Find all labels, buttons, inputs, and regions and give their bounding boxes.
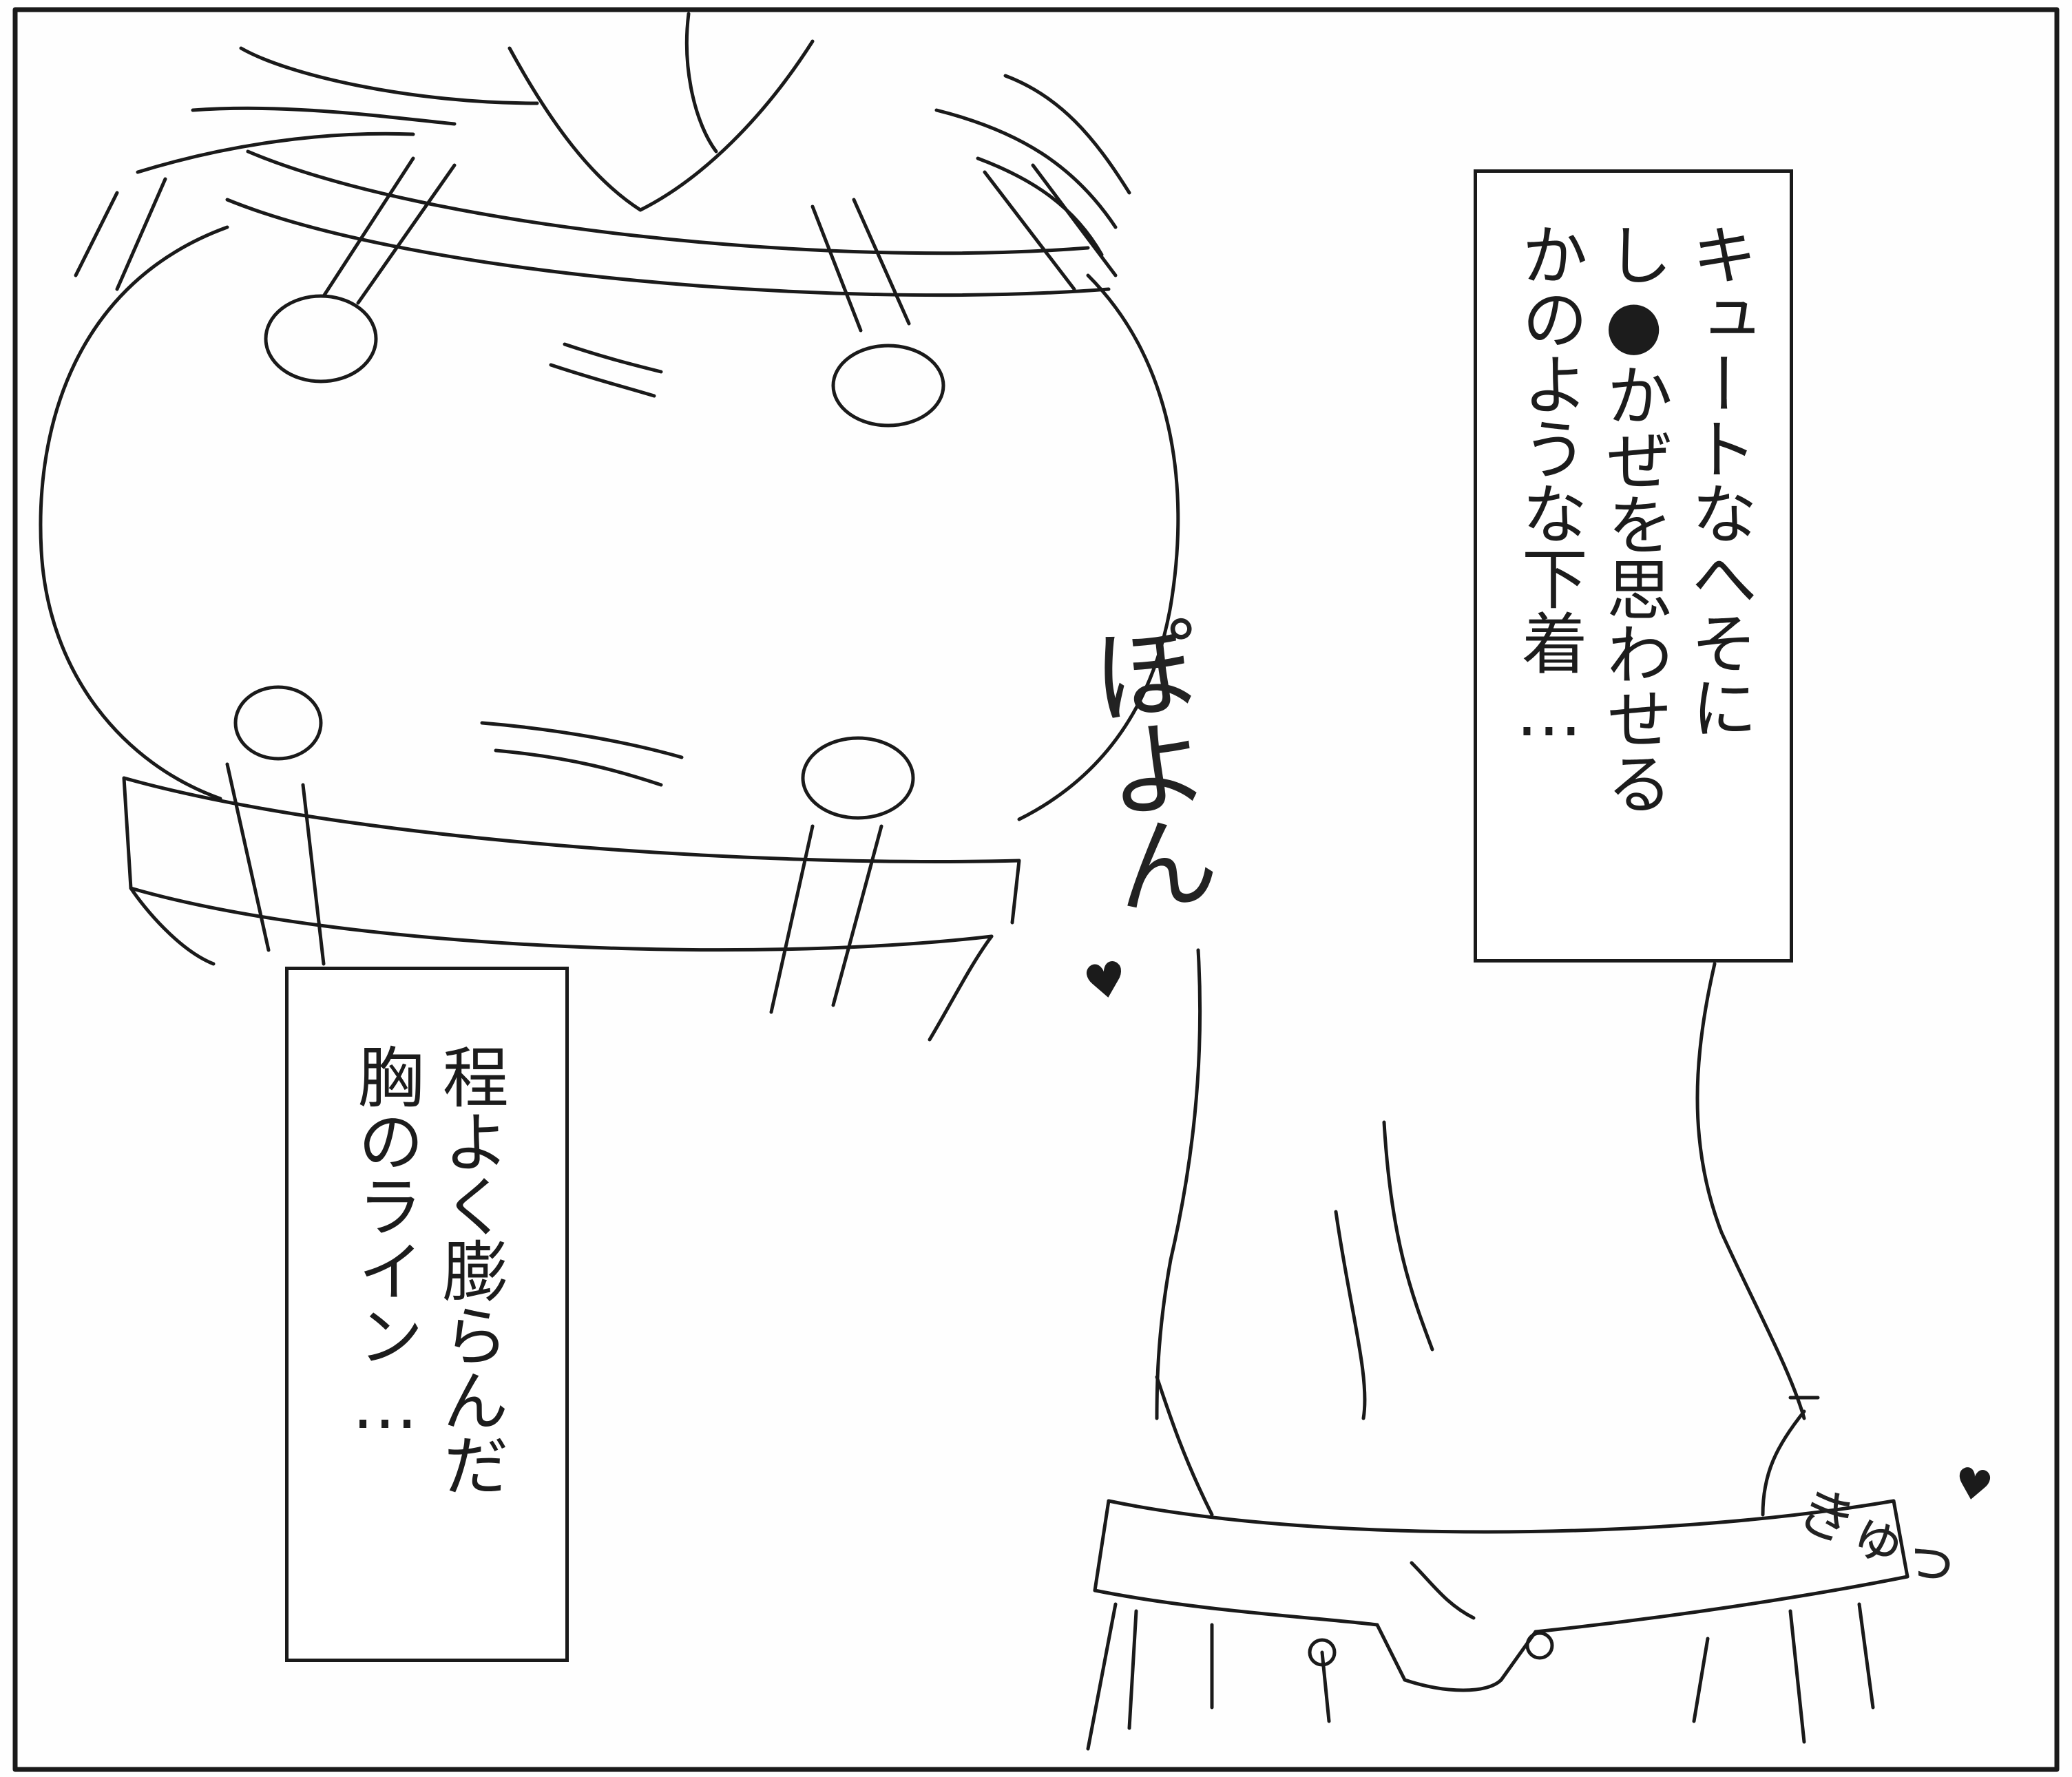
arm-left	[129, 886, 994, 1042]
heart-icon: ♥	[1079, 949, 1132, 1013]
caption-right-line-2: し●かぜを思わせる	[1595, 221, 1673, 814]
waistband-button-left	[1308, 1638, 1337, 1667]
waistband-sides	[1093, 1499, 1909, 1592]
lower-trunks	[1086, 1602, 1875, 1751]
ring-upper-left	[264, 294, 378, 383]
strap-bottom-right	[769, 824, 883, 1014]
caption-right-line-3: かのような下着…	[1510, 221, 1588, 750]
heart-icon-small: ♥	[1950, 1456, 1997, 1513]
collar-band-bottom	[122, 776, 1021, 952]
hair-strands	[136, 46, 1131, 257]
strap-bottom-left	[225, 762, 326, 966]
ring-upper-right	[831, 344, 945, 428]
torso-right-edge	[1695, 962, 1806, 1420]
strap-far-left	[74, 177, 167, 291]
torso-center-line	[1334, 1120, 1434, 1420]
strap-top-left	[322, 156, 457, 305]
hip-string-right	[1761, 1396, 1820, 1517]
caption-box-right: キュートなへそに し●かぜを思わせる かのような下着…	[1474, 169, 1793, 963]
caption-box-left: 程よく膨らんだ 胸のライン…	[285, 967, 569, 1662]
panel-border	[12, 7, 2060, 1772]
wrinkle-2	[480, 721, 684, 787]
caption-right-line-1: キュートなへそに	[1679, 221, 1757, 739]
chest-garment-outline	[39, 225, 1180, 821]
strap-far-right	[983, 163, 1118, 291]
caption-left-line-1: 程よく膨らんだ	[431, 1043, 509, 1496]
hip-string-left	[1155, 1375, 1214, 1517]
ring-lower-right	[801, 736, 915, 820]
torso-left-edge	[1155, 948, 1202, 1420]
waistband-top	[1107, 1499, 1896, 1534]
neckline	[507, 12, 815, 212]
strap-top-right	[810, 198, 911, 333]
waistband-button-right	[1525, 1631, 1554, 1660]
caption-left-line-2: 胸のライン…	[346, 1043, 423, 1442]
waistband-gap	[1375, 1561, 1538, 1682]
wrinkle-1	[549, 342, 663, 398]
collar-band-top	[225, 149, 1111, 297]
sound-effect-poyon: ぽよん	[1071, 614, 1222, 914]
ring-lower-left	[233, 685, 323, 761]
waistband-bottom	[1093, 1575, 1909, 1634]
